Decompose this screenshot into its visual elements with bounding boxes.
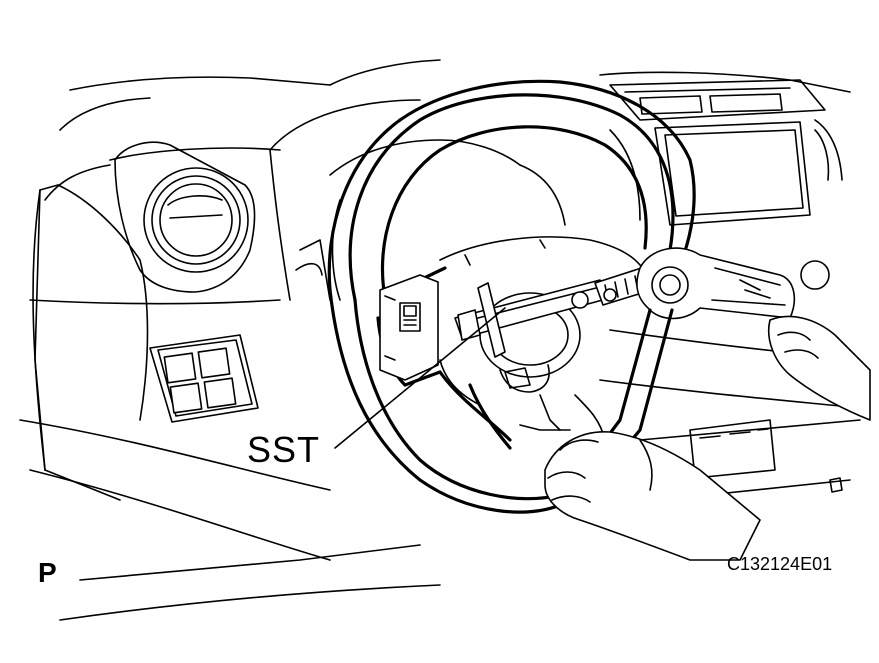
center-console (609, 79, 843, 493)
sst-tool (454, 247, 796, 450)
steering-wheel (327, 79, 696, 514)
steering-switch-left (379, 274, 439, 381)
technician-hands (544, 315, 871, 561)
steering-hub (439, 236, 651, 441)
air-vent-left (114, 141, 256, 293)
switch-panel (149, 334, 259, 423)
sst-leader-line (334, 307, 506, 449)
sst-callout-label: SST (247, 429, 321, 470)
left-side-panel (32, 184, 149, 501)
view-marker-label: P (38, 557, 57, 588)
figure-code-label: C132124E01 (727, 554, 833, 574)
instrument-cluster (269, 99, 641, 301)
